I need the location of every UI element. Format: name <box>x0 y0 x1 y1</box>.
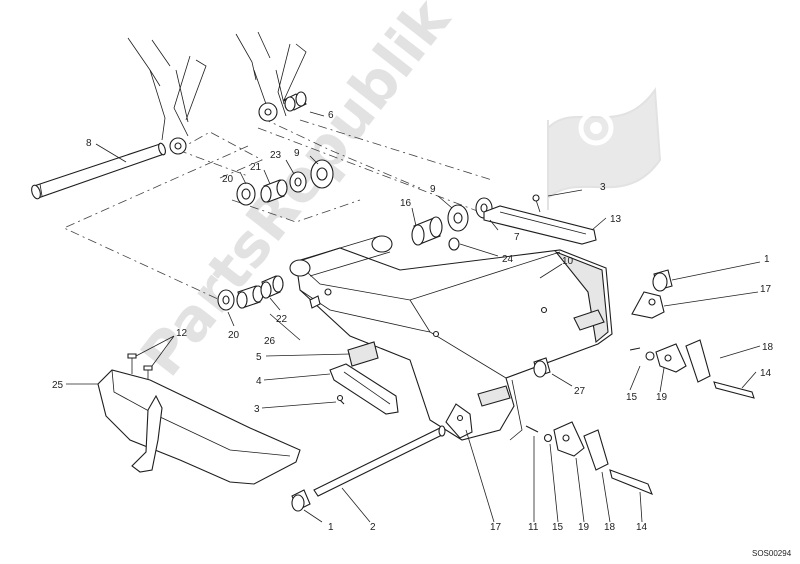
callout-18-right: 18 <box>762 342 774 353</box>
callout-26: 26 <box>264 336 276 347</box>
callout-15-right: 15 <box>626 392 638 403</box>
part-swingarm <box>289 235 613 441</box>
part-chain-guide-left <box>329 341 399 415</box>
callout-11: 11 <box>528 522 539 533</box>
part-bracket-lower <box>445 403 473 439</box>
frame-left-sketch <box>127 37 207 155</box>
callout-5: 5 <box>256 352 262 363</box>
callout-21: 21 <box>250 162 262 173</box>
callout-15-lower: 15 <box>552 522 564 533</box>
part-rubber-bracket-right <box>631 269 673 319</box>
leader-lines <box>66 111 761 523</box>
part-chain-adjuster-lower <box>525 421 653 495</box>
callout-25: 25 <box>52 380 64 391</box>
diagram-code: SOS00294 <box>752 549 792 558</box>
callout-18-lower: 18 <box>604 522 616 533</box>
callout-23: 23 <box>270 150 282 161</box>
callout-6: 6 <box>328 110 334 121</box>
assembly-lines <box>63 117 493 301</box>
callout-7: 7 <box>514 232 520 243</box>
callout-17-lower: 17 <box>490 522 502 533</box>
part-bush-lower <box>291 489 311 512</box>
part-small-bush <box>448 237 460 251</box>
callout-3-upper: 3 <box>600 182 606 193</box>
upper-spacers <box>236 159 334 206</box>
frame-right-sketch <box>235 31 307 122</box>
callout-10: 10 <box>562 256 574 267</box>
part-pivot-pin <box>31 142 166 200</box>
callout-19-lower: 19 <box>578 522 590 533</box>
part-chain-slider <box>483 194 597 245</box>
part-bushing-frame <box>283 91 307 112</box>
right-spacers <box>411 197 493 246</box>
callout-8: 8 <box>86 138 92 149</box>
part-bolt-26 <box>309 288 332 309</box>
callout-24: 24 <box>502 254 514 265</box>
callout-13: 13 <box>610 214 622 225</box>
callout-3-lower: 3 <box>254 404 260 415</box>
part-chain-guard <box>97 369 301 485</box>
callout-19-right: 19 <box>656 392 668 403</box>
callout-9-right: 9 <box>430 184 436 195</box>
callout-9-upper: 9 <box>294 148 300 159</box>
callout-12: 12 <box>176 328 188 339</box>
callout-4: 4 <box>256 376 262 387</box>
part-chain-adjuster-right <box>629 339 755 399</box>
callout-20-upper: 20 <box>222 174 234 185</box>
callout-2: 2 <box>370 522 376 533</box>
part-screws <box>127 353 153 384</box>
lower-spacers <box>217 275 284 311</box>
callout-1-lower: 1 <box>328 522 334 533</box>
part-bush-27 <box>533 357 551 378</box>
callout-22: 22 <box>276 314 288 325</box>
callout-1-right: 1 <box>764 254 770 265</box>
gear-flag-logo-icon <box>547 87 662 210</box>
callout-14-lower: 14 <box>636 522 648 533</box>
callout-17-right: 17 <box>760 284 772 295</box>
part-axle <box>313 425 446 497</box>
callout-20-lower: 20 <box>228 330 240 341</box>
callout-16: 16 <box>400 198 412 209</box>
callout-14-right: 14 <box>760 368 772 379</box>
callout-27: 27 <box>574 386 586 397</box>
callout-labels: 8 6 20 21 23 9 16 9 3 13 7 24 10 1 17 18… <box>52 110 774 533</box>
